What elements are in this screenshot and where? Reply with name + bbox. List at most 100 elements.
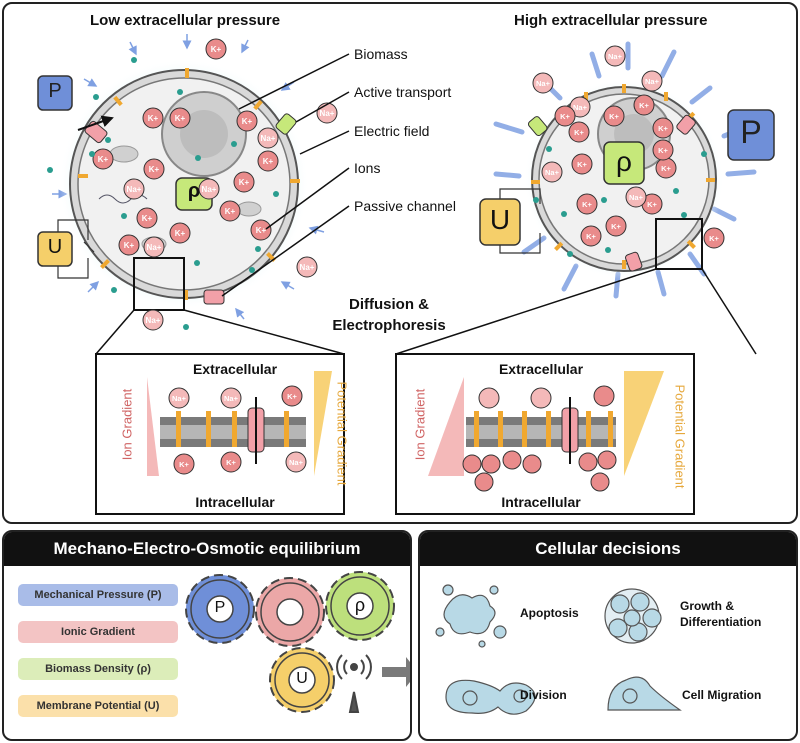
svg-text:Na+: Na+ [545,168,560,177]
label-passive-channel: Passive channel [354,198,456,214]
svg-text:K+: K+ [263,157,274,166]
voltage-symbol-low: U [47,236,63,258]
svg-text:K+: K+ [658,146,668,155]
svg-text:Na+: Na+ [261,134,276,143]
voltage-symbol-high: U [489,204,511,235]
svg-text:K+: K+ [142,214,153,223]
svg-text:K+: K+ [225,207,236,216]
inset-high-potential-gradient: Potential Gradient [672,384,688,489]
decision-apoptosis: Apoptosis [520,606,579,620]
legend-mechanical-pressure: Mechanical Pressure (P) [18,584,178,606]
svg-text:Na+: Na+ [147,243,162,252]
label-active-transport: Active transport [354,84,452,100]
svg-text:K+: K+ [586,232,596,241]
svg-text:K+: K+ [582,200,592,209]
inset-low-extracellular: Extracellular [192,361,278,377]
inset-high [395,353,695,515]
svg-text:Na+: Na+ [202,185,217,194]
inset-high-extracellular: Extracellular [498,361,584,377]
inset-low: Na+ Na+ K+ K+ K+ Na+ [95,353,345,515]
svg-text:K+: K+ [242,117,253,126]
svg-text:K+: K+ [609,112,619,121]
low-pressure-title: Low extracellular pressure [90,12,281,29]
division-icon [445,679,536,715]
label-electric-field: Electric field [354,123,430,139]
gear-ionic-icon [255,577,325,647]
svg-text:K+: K+ [287,392,297,401]
equilibrium-title: Mechano-Electro-Osmotic equilibrium [4,532,410,566]
label-biomass: Biomass [354,46,408,62]
svg-text:K+: K+ [574,128,584,137]
inset-low-ion-gradient: Ion Gradient [119,388,135,461]
svg-text:K+: K+ [149,165,160,174]
svg-text:Na+: Na+ [608,52,623,61]
diffusion-electrophoresis-label: Diffusion & Electrophoresis [332,296,446,334]
cell-diagram: K+K+K+ K+Na+K+ K+Na+K+ K+Na+K+ K+K+Na+ K… [37,34,775,515]
svg-text:K+: K+ [239,178,250,187]
gear-symbol-potential: U [296,670,308,687]
svg-text:Na+: Na+ [127,185,142,194]
signal-antenna-icon [336,654,372,713]
rho-symbol-low: ρ [187,180,201,202]
svg-text:K+: K+ [611,222,621,231]
inset-high-ion-gradient: Ion Gradient [412,388,428,461]
svg-text:K+: K+ [647,200,657,209]
svg-text:Na+: Na+ [224,394,239,403]
legend-biomass-density: Biomass Density (ρ) [18,658,178,680]
svg-text:K+: K+ [658,124,668,133]
gear-potential-icon [269,647,335,713]
svg-text:K+: K+ [577,160,587,169]
svg-text:K+: K+ [560,112,570,121]
inset-high-intracellular: Intracellular [501,494,581,510]
apoptosis-icon [435,584,507,648]
svg-text:K+: K+ [148,114,159,123]
pressure-symbol-high: P [740,114,762,150]
svg-text:Na+: Na+ [573,103,588,112]
svg-text:K+: K+ [661,164,671,173]
svg-text:Na+: Na+ [172,394,187,403]
gears-graphic [185,571,410,713]
svg-text:Na+: Na+ [300,263,315,272]
svg-text:K+: K+ [256,226,267,235]
decision-division: Division [520,688,567,702]
decisions-title: Cellular decisions [420,532,796,566]
svg-text:K+: K+ [226,458,236,467]
equilibrium-panel: Mechano-Electro-Osmotic equilibrium Mech… [2,530,412,741]
decision-growth-differentiation: Growth & Differentiation [680,599,762,629]
gear-biomass-icon [325,571,395,641]
pressure-symbol-low: P [48,80,62,102]
label-ions: Ions [354,160,381,176]
svg-text:Na+: Na+ [146,316,161,325]
decision-icons [435,584,682,715]
svg-text:K+: K+ [98,155,109,164]
svg-text:K+: K+ [211,45,222,54]
gear-pressure-icon [185,574,255,644]
top-panel: Low extracellular pressure High extracel… [2,2,798,524]
svg-text:K+: K+ [179,460,189,469]
legend-membrane-potential: Membrane Potential (U) [18,695,178,717]
gear-symbol-biomass: ρ [354,595,366,615]
svg-text:Na+: Na+ [629,193,644,202]
svg-text:K+: K+ [709,234,719,243]
svg-text:K+: K+ [639,101,649,110]
low-cell-ions [92,38,338,331]
svg-text:Na+: Na+ [289,458,304,467]
svg-text:K+: K+ [124,241,135,250]
high-pressure-title: High extracellular pressure [514,12,708,29]
inset-low-potential-gradient: Potential Gradient [334,381,350,486]
svg-text:Na+: Na+ [645,77,660,86]
arrow-icon [382,657,410,687]
inset-low-intracellular: Intracellular [195,494,275,510]
decision-cell-migration: Cell Migration [682,688,762,702]
svg-text:Na+: Na+ [536,79,551,88]
svg-text:K+: K+ [175,114,186,123]
low-pressure-arrows [52,34,325,320]
svg-text:K+: K+ [175,229,186,238]
decisions-panel: Cellular decisions Apoptosis Growth & Di… [418,530,798,741]
cell-migration-icon [607,676,682,711]
legend-ionic-gradient: Ionic Gradient [18,621,178,643]
rho-symbol-high: ρ [616,146,632,177]
growth-differentiation-icon [604,588,662,644]
svg-text:Na+: Na+ [320,109,335,118]
gear-symbol-pressure: P [214,599,226,616]
